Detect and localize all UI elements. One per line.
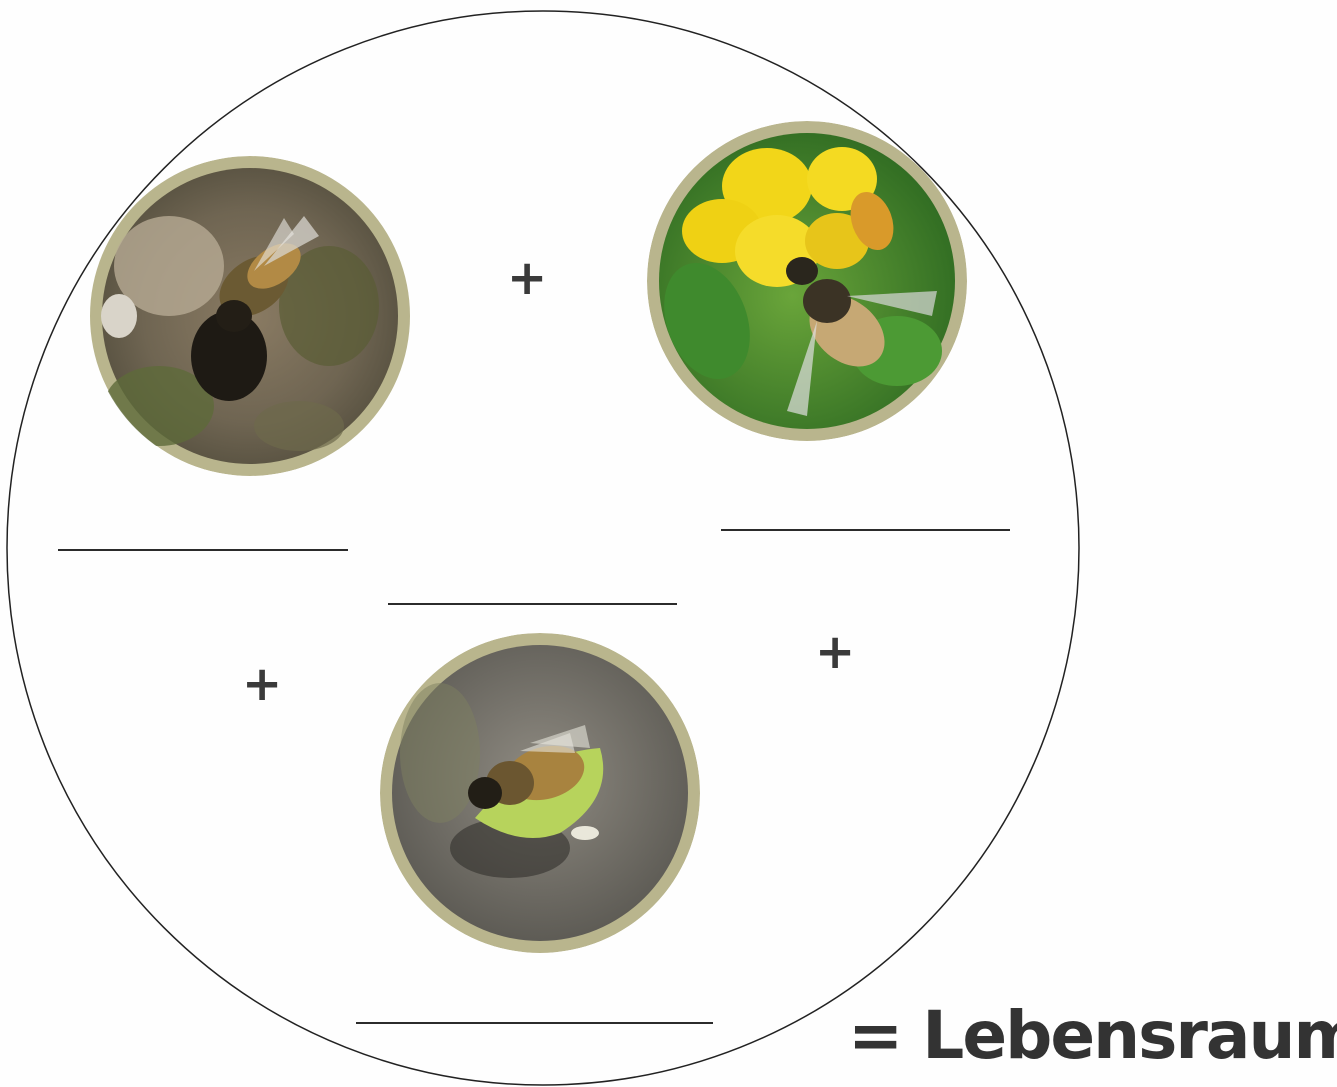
plus-sign-left: +: [242, 660, 282, 708]
plus-sign-right: +: [815, 628, 855, 676]
photo-bee-with-leaf: [380, 633, 700, 953]
answer-line-middle[interactable]: [388, 603, 677, 605]
photo-bee-at-nest: [89, 156, 411, 476]
result-label: = Lebensraum: [848, 996, 1337, 1076]
answer-line-nest[interactable]: [58, 549, 348, 551]
answer-line-flower[interactable]: [721, 529, 1010, 531]
photo-bee-on-flower: [647, 121, 967, 441]
plus-sign-top: +: [507, 254, 547, 302]
answer-line-leaf[interactable]: [356, 1022, 713, 1024]
